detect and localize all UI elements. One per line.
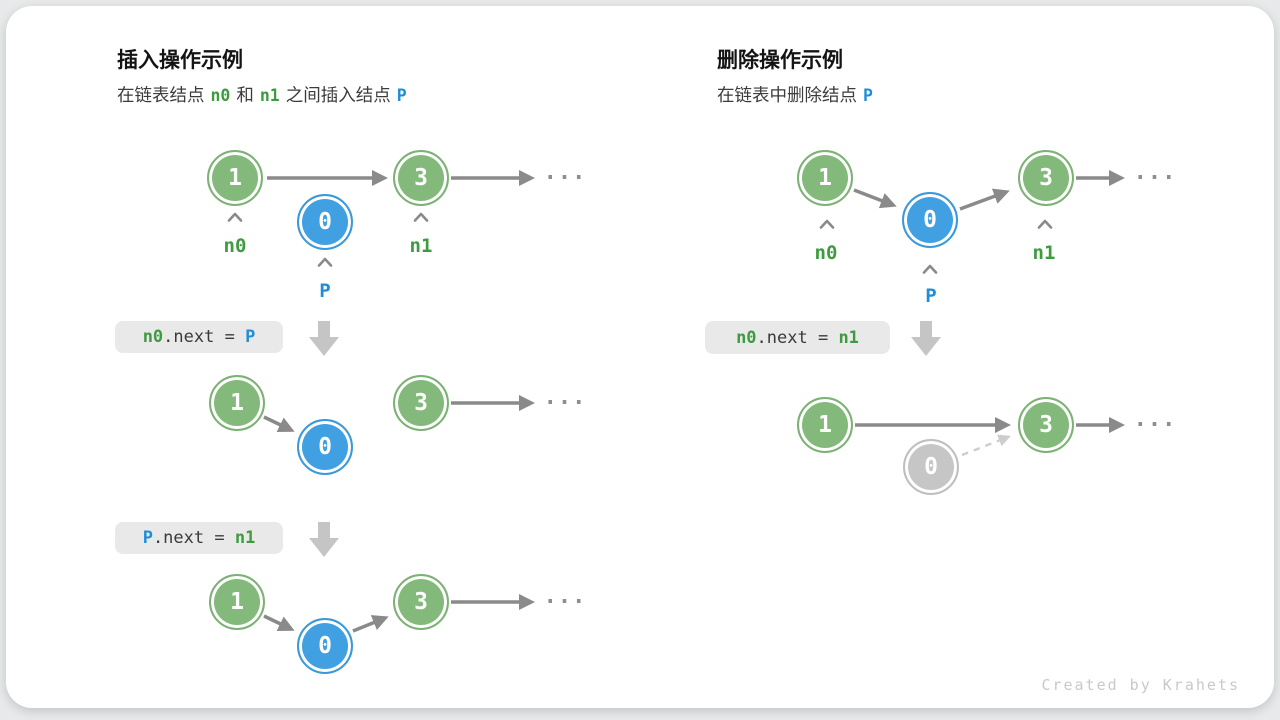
pointer-caret-icon <box>922 264 938 274</box>
list-node-3: 3 <box>1018 397 1074 453</box>
insert-panel-subtitle: 在链表结点 n0 和 n1 之间插入结点 P <box>117 82 413 107</box>
code-op: .next = <box>152 528 235 548</box>
code-lhs: n0 <box>142 327 164 347</box>
pointer-label-n1: n1 <box>1032 242 1056 264</box>
node-value: 3 <box>414 589 428 615</box>
node-value: 0 <box>924 454 938 480</box>
list-ellipsis: ... <box>543 584 587 609</box>
pointer-label-n0: n0 <box>223 235 247 257</box>
code-op: .next = <box>756 327 839 348</box>
pointer-caret-icon <box>317 257 333 267</box>
node-value: 3 <box>1039 165 1053 191</box>
down-block-arrow-icon <box>911 321 941 356</box>
node-value: 0 <box>923 207 937 233</box>
code-lhs: n0 <box>736 327 757 348</box>
code-lhs: P <box>142 528 153 548</box>
code-rhs: n1 <box>234 528 256 548</box>
node-value: 1 <box>818 412 832 438</box>
code-box-p-next-n1: P.next = n1 <box>115 522 283 554</box>
subtitle-token-n0: n0 <box>210 86 231 105</box>
node-value: 1 <box>228 165 242 191</box>
list-ellipsis: ... <box>543 160 587 185</box>
list-node-3: 3 <box>1018 150 1074 206</box>
pointer-caret-icon <box>227 212 243 222</box>
code-op: .next = <box>163 327 246 347</box>
list-node-p: 0 <box>902 192 958 248</box>
node-value: 0 <box>318 209 332 235</box>
pointer-label-n1: n1 <box>409 235 433 257</box>
node-value: 1 <box>230 589 244 615</box>
code-box-n0-next-n1: n0.next = n1 <box>705 321 890 354</box>
code-rhs: P <box>245 327 256 347</box>
code-rhs: n1 <box>838 327 859 348</box>
background-card <box>6 6 1274 708</box>
subtitle-token-p: P <box>863 86 873 105</box>
insert-panel-title: 插入操作示例 <box>117 49 243 72</box>
node-value: 1 <box>230 390 244 416</box>
list-node-p: 0 <box>297 419 353 475</box>
list-node-p-removed: 0 <box>903 439 959 495</box>
delete-panel-subtitle: 在链表中删除结点 P <box>717 82 879 107</box>
pointer-label-n0: n0 <box>814 242 838 264</box>
node-value: 0 <box>318 633 332 659</box>
node-value: 1 <box>818 165 832 191</box>
subtitle-token-n1: n1 <box>259 86 280 105</box>
list-node-3: 3 <box>393 375 449 431</box>
list-ellipsis: ... <box>543 385 587 410</box>
list-ellipsis: ... <box>1133 407 1177 432</box>
list-node-p: 0 <box>297 194 353 250</box>
down-block-arrow-icon <box>309 522 339 557</box>
node-value: 3 <box>1039 412 1053 438</box>
node-value: 3 <box>414 165 428 191</box>
list-node-1: 1 <box>797 150 853 206</box>
subtitle-text: 在链表中删除结点 <box>717 85 857 105</box>
code-box-n0-next-p: n0.next = P <box>115 321 283 353</box>
pointer-label-p: P <box>319 280 331 302</box>
list-node-3: 3 <box>393 574 449 630</box>
subtitle-token-p: P <box>396 86 407 105</box>
list-node-1: 1 <box>797 397 853 453</box>
list-node-1: 1 <box>207 150 263 206</box>
node-value: 0 <box>318 434 332 460</box>
down-block-arrow-icon <box>309 321 339 356</box>
list-node-3: 3 <box>393 150 449 206</box>
list-ellipsis: ... <box>1133 160 1177 185</box>
subtitle-text: 之间插入结点 <box>285 85 391 105</box>
delete-panel-title: 删除操作示例 <box>717 49 843 72</box>
pointer-caret-icon <box>819 219 835 229</box>
list-node-1: 1 <box>209 574 265 630</box>
pointer-label-p: P <box>925 285 937 307</box>
list-node-1: 1 <box>209 375 265 431</box>
node-value: 3 <box>414 390 428 416</box>
subtitle-text: 和 <box>236 85 254 105</box>
pointer-caret-icon <box>1037 219 1053 229</box>
pointer-caret-icon <box>413 212 429 222</box>
list-node-p: 0 <box>297 618 353 674</box>
subtitle-text: 在链表结点 <box>117 85 205 105</box>
credit-text: Created by Krahets <box>1041 676 1240 694</box>
